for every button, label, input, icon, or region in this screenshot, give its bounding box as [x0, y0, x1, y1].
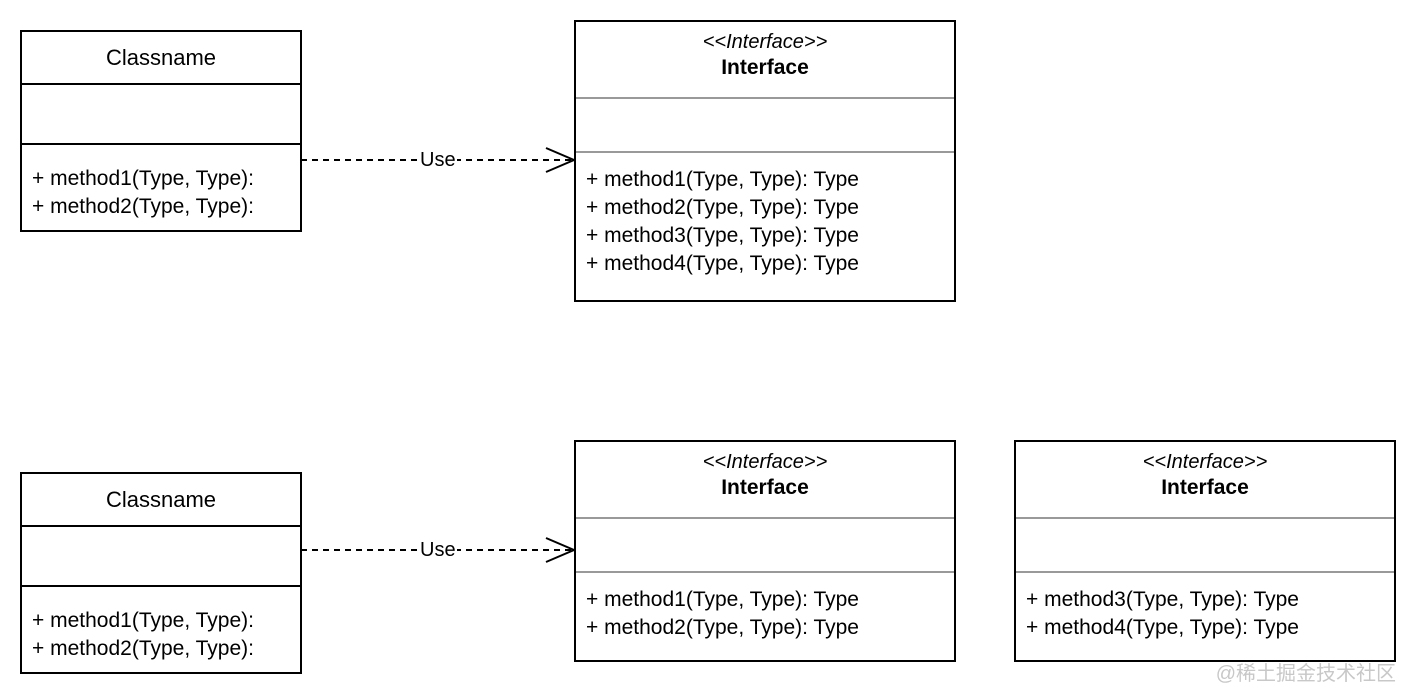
divider — [1016, 571, 1394, 573]
use-label-bottom: Use — [419, 539, 457, 561]
interface-header: <<Interface>> Interface — [576, 22, 954, 82]
interface-name: Interface — [721, 56, 809, 79]
divider — [576, 151, 954, 153]
stereotype-label: <<Interface>> — [702, 31, 828, 53]
client-class-top[interactable]: Classname + method1(Type, Type): + metho… — [20, 30, 302, 232]
interface-box-bottom-left[interactable]: <<Interface>> Interface + method1(Type, … — [574, 440, 956, 662]
method-list: + method1(Type, Type): Type + method2(Ty… — [576, 166, 954, 278]
interface-header: <<Interface>> Interface — [576, 442, 954, 502]
method-item: + method2(Type, Type): — [32, 195, 254, 218]
method-item: + method1(Type, Type): Type — [586, 588, 859, 611]
stereotype-label: <<Interface>> — [702, 451, 828, 473]
divider — [22, 525, 300, 527]
interface-box-bottom-right[interactable]: <<Interface>> Interface + method3(Type, … — [1014, 440, 1396, 662]
divider — [1016, 517, 1394, 519]
method-item: + method4(Type, Type): Type — [1026, 616, 1299, 639]
method-list: + method3(Type, Type): Type + method4(Ty… — [1016, 586, 1394, 642]
watermark: @稀土掘金技术社区 — [1215, 663, 1396, 685]
class-name: Classname — [105, 45, 217, 70]
method-item: + method3(Type, Type): Type — [586, 224, 859, 247]
method-list: + method1(Type, Type): + method2(Type, T… — [22, 607, 300, 663]
class-name: Classname — [105, 487, 217, 512]
method-list: + method1(Type, Type): Type + method2(Ty… — [576, 586, 954, 642]
method-item: + method1(Type, Type): — [32, 609, 254, 632]
method-item: + method2(Type, Type): Type — [586, 196, 859, 219]
method-list: + method1(Type, Type): + method2(Type, T… — [22, 165, 300, 221]
interface-name: Interface — [721, 476, 809, 499]
divider — [576, 97, 954, 99]
divider — [22, 83, 300, 85]
method-item: + method1(Type, Type): Type — [586, 168, 859, 191]
divider — [576, 517, 954, 519]
interface-name: Interface — [1161, 476, 1249, 499]
method-item: + method2(Type, Type): — [32, 637, 254, 660]
client-class-bottom[interactable]: Classname + method1(Type, Type): + metho… — [20, 472, 302, 674]
divider — [22, 585, 300, 587]
stereotype-label: <<Interface>> — [1142, 451, 1268, 473]
method-item: + method3(Type, Type): Type — [1026, 588, 1299, 611]
interface-header: <<Interface>> Interface — [1016, 442, 1394, 502]
method-item: + method1(Type, Type): — [32, 167, 254, 190]
interface-box-top[interactable]: <<Interface>> Interface + method1(Type, … — [574, 20, 956, 302]
method-item: + method4(Type, Type): Type — [586, 252, 859, 275]
divider — [22, 143, 300, 145]
use-label-top: Use — [419, 149, 457, 171]
divider — [576, 571, 954, 573]
method-item: + method2(Type, Type): Type — [586, 616, 859, 639]
